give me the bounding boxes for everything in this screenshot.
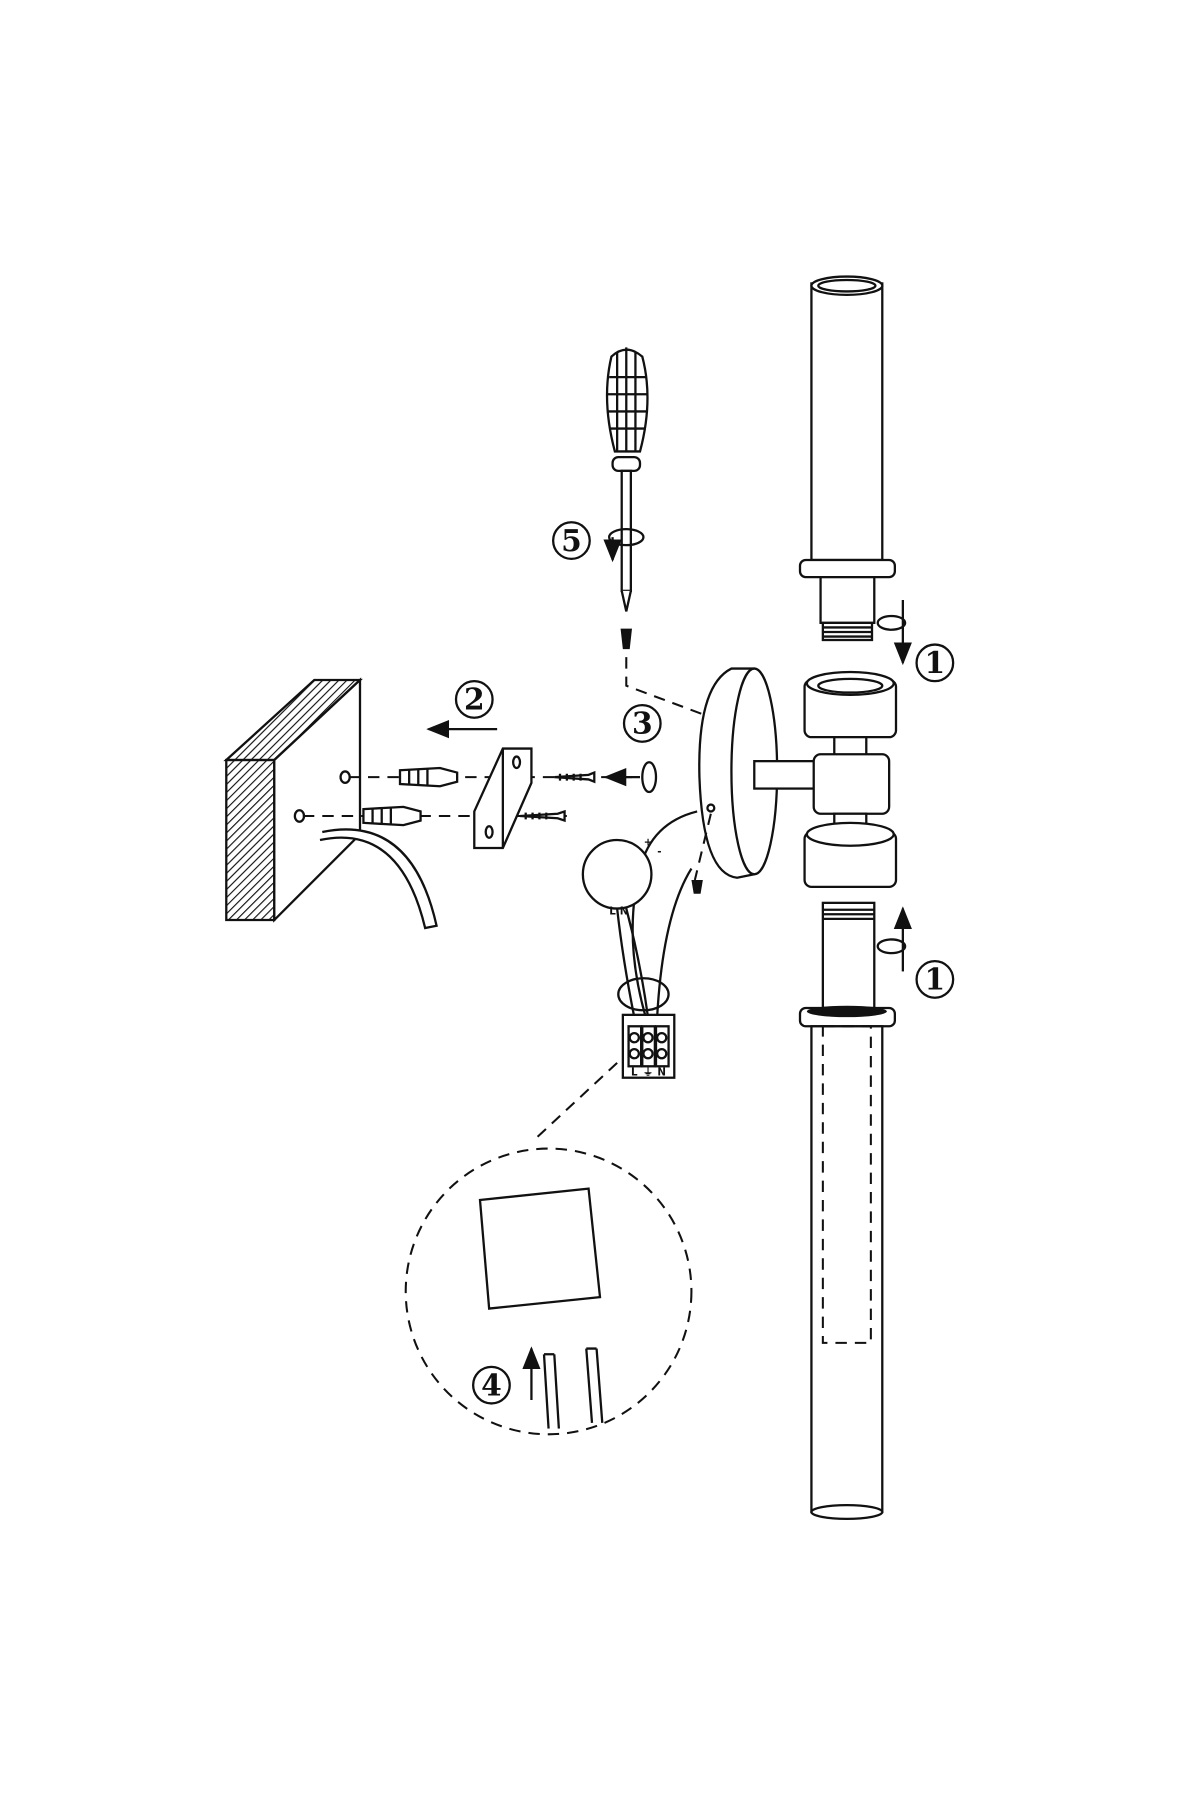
screw bbox=[620, 628, 632, 650]
step-2-label: 2 bbox=[454, 680, 494, 719]
arm bbox=[753, 759, 819, 790]
svg-text:2: 2 bbox=[464, 683, 485, 718]
lower-glass-tube bbox=[798, 901, 896, 1520]
svg-text:N: N bbox=[620, 905, 629, 917]
mounting-bracket bbox=[473, 747, 533, 850]
mains-cable bbox=[319, 828, 438, 930]
upper-glass-tube bbox=[798, 275, 896, 642]
stripped-wires bbox=[542, 1347, 604, 1429]
svg-text:N: N bbox=[657, 1066, 666, 1078]
svg-text:4: 4 bbox=[481, 1368, 502, 1403]
wall-plug bbox=[362, 805, 422, 827]
svg-text:1: 1 bbox=[925, 963, 946, 998]
rotate-icon bbox=[641, 761, 658, 794]
svg-text:-: - bbox=[657, 846, 661, 858]
terminal-block: L ⏚ N bbox=[621, 1013, 676, 1079]
svg-text:1: 1 bbox=[925, 646, 946, 681]
step-3-label: 3 bbox=[622, 704, 662, 743]
rotate-icon bbox=[607, 528, 645, 547]
svg-text:⏚: ⏚ bbox=[643, 1066, 653, 1078]
screw bbox=[519, 809, 566, 823]
step-1-top-label: 1 bbox=[915, 643, 955, 683]
lamp-socket bbox=[803, 670, 898, 888]
svg-text:L: L bbox=[631, 1066, 638, 1078]
canopy bbox=[698, 667, 819, 879]
junction-ball bbox=[581, 838, 653, 910]
svg-text:5: 5 bbox=[561, 524, 582, 559]
svg-text:+: + bbox=[644, 837, 653, 849]
svg-text:L: L bbox=[609, 905, 616, 917]
rotate-icon bbox=[876, 614, 907, 631]
screw bbox=[554, 770, 596, 784]
screwdriver bbox=[605, 347, 649, 612]
svg-text:3: 3 bbox=[632, 707, 653, 742]
step-1-bottom-label: 1 bbox=[915, 959, 955, 999]
screw bbox=[691, 880, 703, 894]
wall bbox=[223, 677, 438, 930]
detail-callout bbox=[404, 1147, 693, 1436]
rotate-icon bbox=[876, 938, 907, 955]
wall-plug bbox=[398, 766, 459, 788]
step-5-label: 5 bbox=[552, 521, 591, 560]
insulation-sheet bbox=[478, 1187, 602, 1310]
step-4-label: 4 bbox=[471, 1365, 511, 1405]
